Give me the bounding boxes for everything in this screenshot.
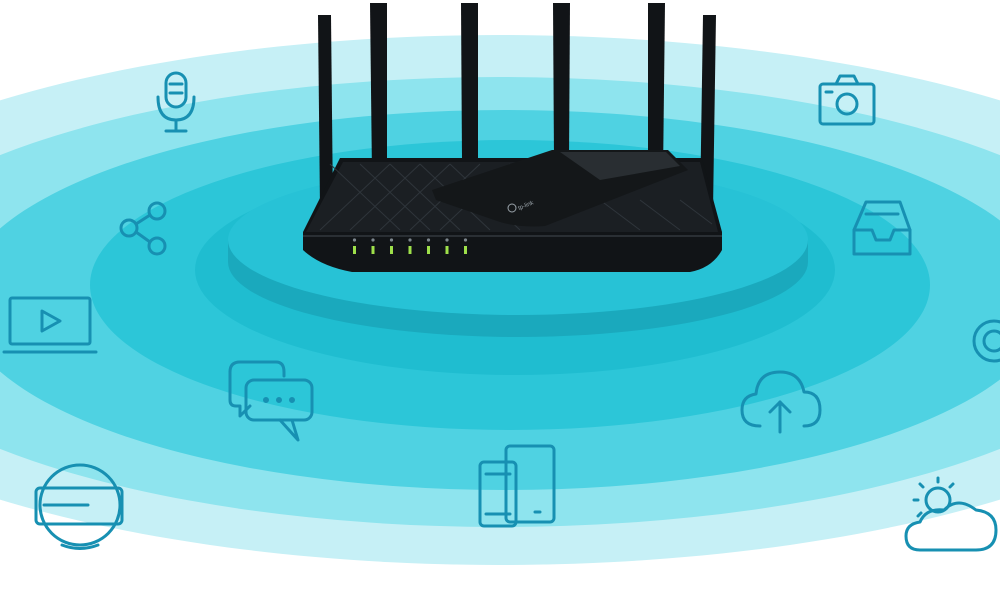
antenna (553, 3, 570, 160)
status-led (445, 246, 449, 254)
led-label-icon (463, 238, 468, 242)
laptop-play-icon (2, 296, 98, 354)
antenna (318, 15, 333, 210)
led-label-icon (389, 238, 394, 242)
antenna (700, 15, 716, 210)
status-led (427, 246, 430, 254)
device-icons (2, 71, 1000, 552)
target-icon (972, 319, 1000, 363)
panel-highlight (560, 152, 680, 180)
inbox-tray-icon (852, 200, 912, 256)
antenna (461, 3, 478, 160)
status-led (353, 246, 356, 254)
led-label-icon (371, 238, 375, 242)
router-antennas (318, 3, 716, 210)
vr-headset-icon (34, 463, 124, 550)
share-icon (119, 201, 167, 256)
router-status-leds (352, 238, 468, 254)
led-label-icon (352, 238, 357, 242)
status-led (464, 246, 467, 254)
status-led (390, 246, 393, 254)
antenna (370, 3, 387, 175)
router: tp-link (303, 3, 722, 272)
led-label-icon (445, 238, 449, 242)
camera-icon (818, 74, 876, 126)
led-label-icon (426, 238, 431, 242)
phone-tablet-icon (478, 444, 556, 528)
antenna (648, 3, 665, 175)
sun-cloud-icon (904, 476, 998, 552)
status-led (371, 246, 375, 254)
svg-text:tp-link: tp-link (518, 200, 536, 212)
cloud-upload-icon (740, 370, 822, 434)
chat-bubbles-icon (228, 360, 314, 442)
tp-link-logo: tp-link (507, 200, 536, 213)
led-label-icon (408, 238, 412, 242)
microphone-icon (156, 71, 196, 133)
status-led (408, 246, 412, 254)
